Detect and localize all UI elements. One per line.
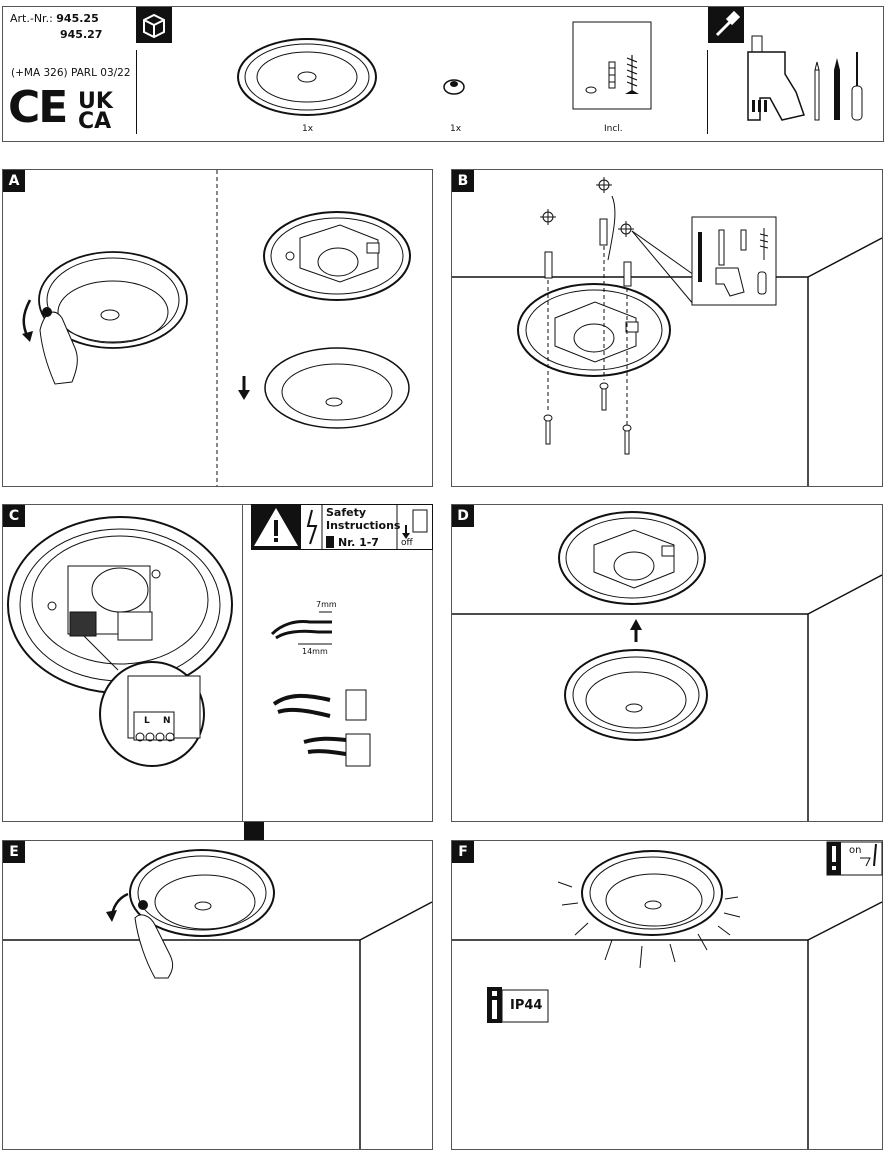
safety-title-line: Safety <box>326 506 367 519</box>
panel-e-label: E <box>3 841 25 863</box>
header-divider-2 <box>707 50 708 134</box>
panel-f-label: F <box>452 841 474 863</box>
wall-plug-icon <box>585 61 616 94</box>
lightning-icon <box>306 509 318 545</box>
package-icon <box>136 7 172 43</box>
screwdriver-icon <box>708 7 744 43</box>
article-number: Art.-Nr.: 945.25 <box>10 12 99 25</box>
ip-rating-box <box>501 989 549 1023</box>
screwdriver-tool-icon <box>851 52 863 121</box>
ukca-ca: CA <box>78 109 112 134</box>
ce-mark: CE <box>8 82 68 133</box>
light-rays <box>557 881 741 969</box>
ukca-uk: UK <box>78 89 113 114</box>
corner-marker <box>244 822 264 840</box>
screw-icon <box>625 55 639 94</box>
panel-c-divider <box>242 504 243 822</box>
panel-a-label: A <box>3 170 25 192</box>
drill-bit-icon <box>814 61 820 121</box>
terminal-n-label: N <box>163 716 171 726</box>
included-hardware-box <box>572 21 652 110</box>
qty-lamp: 1x <box>302 124 314 134</box>
qty-knob: 1x <box>450 124 462 134</box>
manual-icon <box>326 536 334 548</box>
drill-icon <box>747 35 805 121</box>
header-divider-1 <box>136 50 137 134</box>
knob-part <box>443 79 465 95</box>
included-label: Incl. <box>604 124 623 134</box>
panel-d-label: D <box>452 505 474 527</box>
art-number-2: 945.27 <box>60 28 103 41</box>
panel-c-label: C <box>3 505 25 527</box>
safety-title: Safety Instructions <box>326 506 400 532</box>
art-number-1: 945.25 <box>56 12 99 25</box>
lamp-top-view <box>237 38 377 116</box>
ip-rating: IP44 <box>510 998 543 1013</box>
safety-subtitle: Instructions <box>326 519 401 532</box>
pencil-icon <box>834 58 840 120</box>
terminal-l-label: L <box>144 716 150 726</box>
switch-off-label: off <box>401 538 413 548</box>
switch-on-label: on <box>849 845 862 856</box>
strip-length-7mm: 7mm <box>316 600 337 609</box>
ukca-mark: UK CA <box>78 89 113 134</box>
safety-ref: Nr. 1-7 <box>338 536 379 549</box>
art-label: Art.-Nr.: <box>10 12 53 25</box>
model-code: (+MA 326) PARL 03/22 <box>11 67 131 79</box>
header-drawings <box>237 21 863 121</box>
panel-b-label: B <box>452 170 474 192</box>
strip-length-14mm: 14mm <box>302 647 328 656</box>
